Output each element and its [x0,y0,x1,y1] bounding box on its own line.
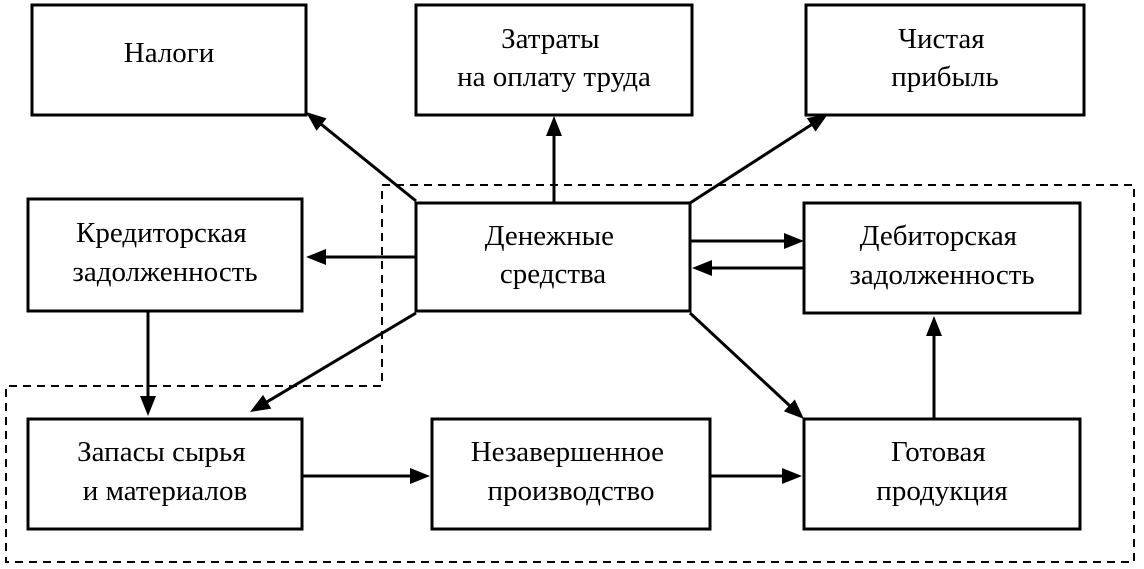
node-materials-label: Запасы сырья и материалов [77,436,253,507]
arrowhead-materials-to-wip [410,468,430,484]
node-profit-box [804,3,1086,117]
node-cash-line-1: Денежные [485,220,614,252]
arrowhead-cash-to-receivables [784,233,804,249]
node-labor-box [414,3,694,117]
node-labor: Затраты на оплату труда [414,3,694,117]
node-labor-line-2: на оплату труда [457,61,651,93]
arrowhead-cash-to-labor [546,116,562,136]
node-materials-line-1: Запасы сырья [77,436,245,468]
node-wip-line-1: Незавершенное [471,436,664,468]
arrowhead-receivables-to-cash [692,260,712,276]
operating-cycle-boundary [5,184,1135,563]
edges-layer [140,112,942,484]
node-cash-label: Денежные средства [485,220,622,290]
arrowhead-payables-to-materials [140,396,156,416]
node-materials-line-2: и материалов [83,475,247,507]
node-finished-line-1: Готовая [891,436,986,468]
node-wip-label: Незавершенное производство [471,436,672,507]
node-payables-line-2: задолженность [72,256,257,288]
arrowhead-cash-to-payables [306,249,326,265]
node-receivables: Дебиторская задолженность [802,201,1082,315]
arrow-cash-to-taxes [319,122,417,203]
node-receivables-line-1: Дебиторская [860,220,1017,252]
node-finished-line-2: продукция [876,475,1007,507]
node-receivables-box [802,201,1082,315]
arrowhead-wip-to-finished [782,468,802,484]
node-finished-box [802,417,1082,531]
node-wip-line-2: производство [488,475,655,507]
node-materials: Запасы сырья и материалов [26,417,304,531]
node-payables-box [26,197,304,313]
arrow-cash-to-materials [264,311,417,405]
node-taxes-line-1: Налоги [124,37,214,69]
node-taxes-label: Налоги [124,37,214,69]
node-cash: Денежные средства [414,201,692,313]
arrowhead-cash-to-profit [806,114,828,132]
node-taxes-box [30,3,308,117]
node-receivables-label: Дебиторская задолженность [849,220,1034,291]
node-finished: Готовая продукция [802,417,1082,531]
node-payables-label: Кредиторская задолженность [72,217,257,288]
node-labor-label: Затраты на оплату труда [457,23,651,93]
arrow-cash-to-profit [689,122,814,205]
node-cash-line-2: средства [500,258,606,290]
node-profit-line-2: прибыль [891,61,998,93]
arrowhead-finished-to-receivables [926,316,942,336]
node-labor-line-1: Затраты [501,23,599,55]
node-cash-box [414,201,692,313]
arrowhead-cash-to-materials [250,394,272,412]
node-wip-box [430,417,712,531]
node-profit-label: Чистая прибыль [891,23,998,93]
arrowhead-cash-to-taxes [306,112,327,131]
node-payables: Кредиторская задолженность [26,197,304,313]
node-receivables-line-2: задолженность [849,259,1034,291]
node-wip: Незавершенное производство [430,417,712,531]
arrowhead-cash-to-finished [783,399,804,419]
node-materials-box [26,417,304,531]
node-finished-label: Готовая продукция [876,436,1007,507]
node-profit-line-1: Чистая [898,23,984,55]
node-payables-line-1: Кредиторская [76,217,247,249]
arrow-cash-to-finished [688,311,792,408]
node-profit: Чистая прибыль [804,3,1086,117]
node-taxes: Налоги [30,3,308,117]
